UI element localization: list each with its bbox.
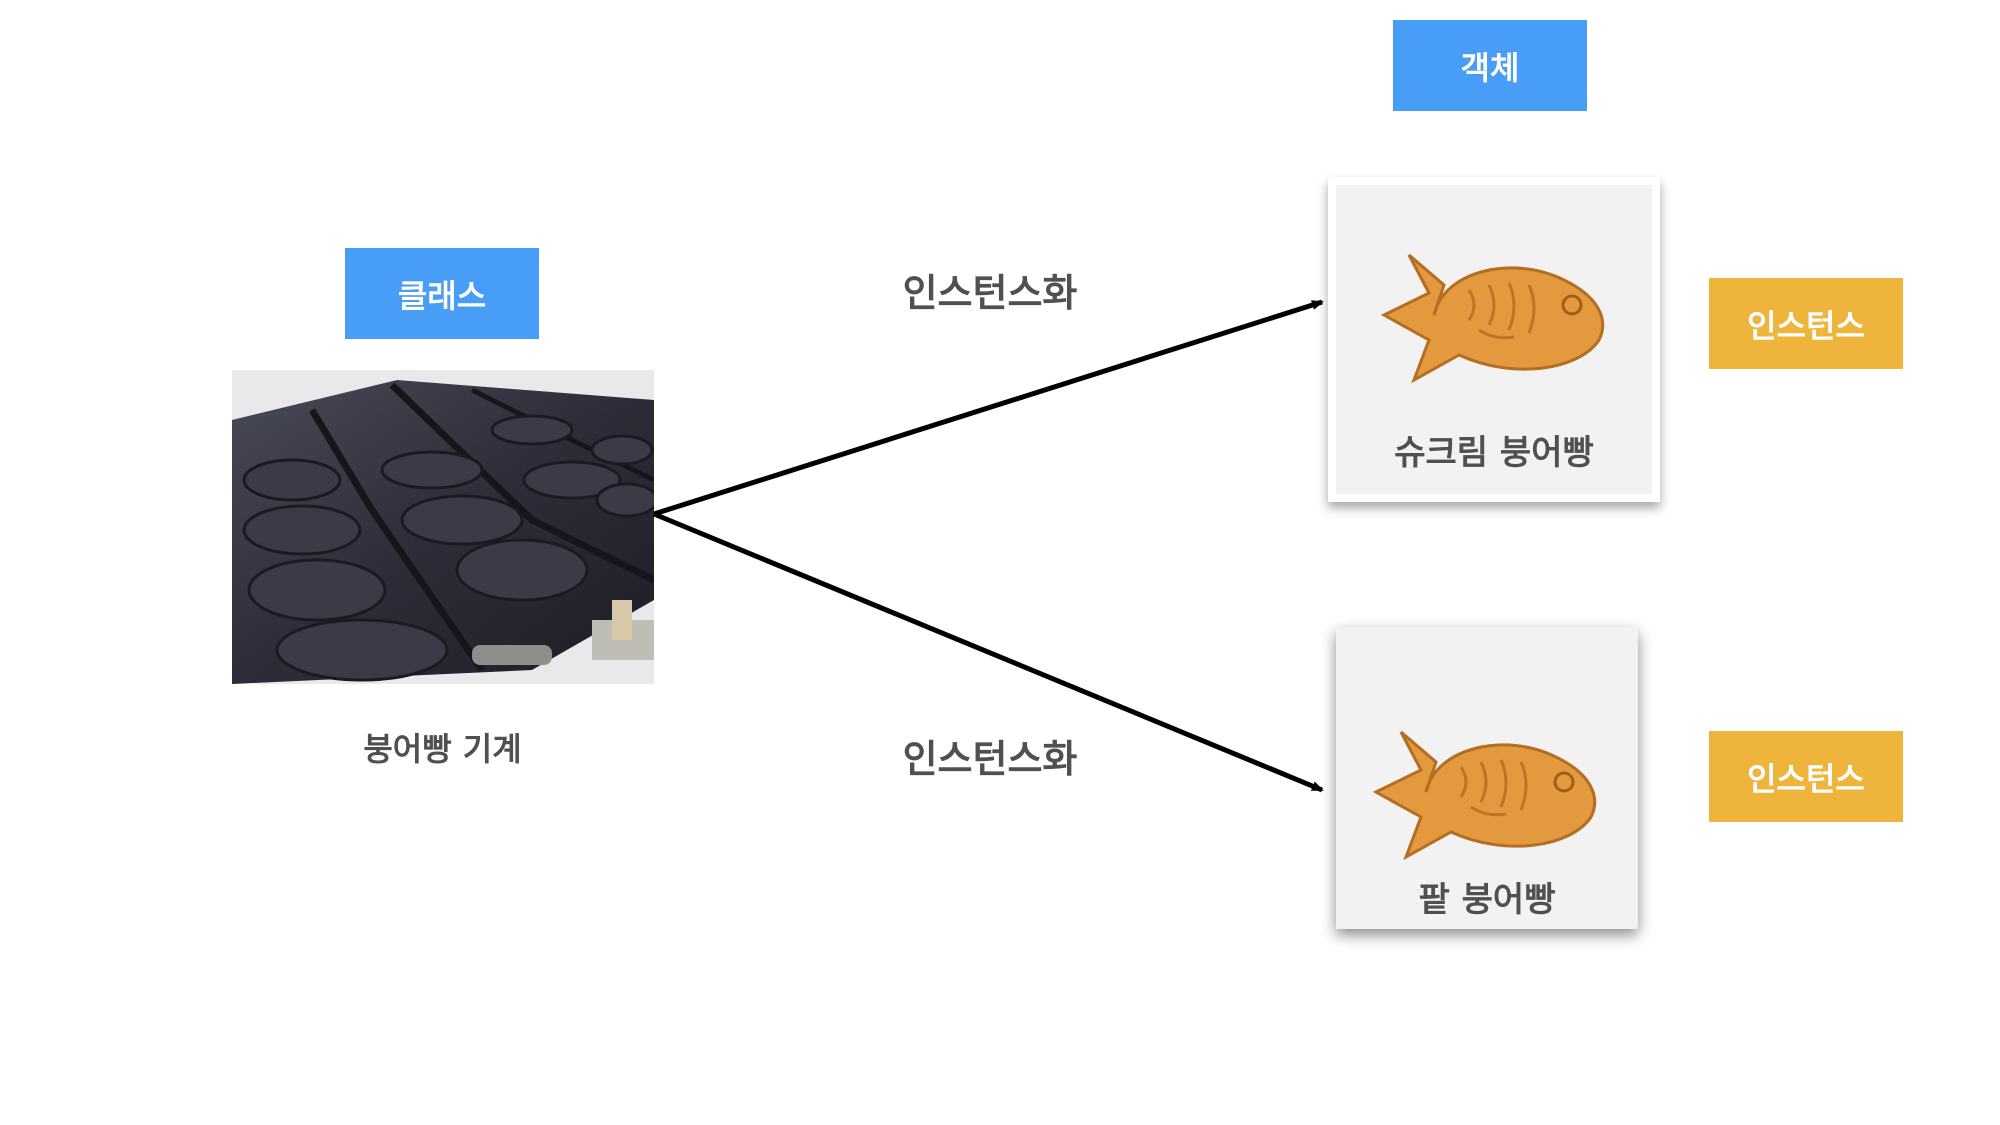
instance-tag-bottom: 인스턴스 — [1709, 731, 1903, 822]
bungeoppang-fish-image — [1372, 730, 1597, 861]
bungeoppang-machine-image — [232, 370, 654, 684]
bungeoppang-fish-image — [1380, 253, 1605, 384]
arrow-to-bottom-instance — [653, 511, 1324, 793]
object-tag-label: 객체 — [1460, 48, 1520, 87]
instance-tag-top-label: 인스턴스 — [1747, 306, 1865, 345]
object-card-redbean: 팥 붕어빵 — [1336, 627, 1638, 929]
instance-tag-bottom-label: 인스턴스 — [1747, 759, 1865, 798]
card-label-redbean: 팥 붕어빵 — [1418, 880, 1556, 920]
instantiate-label-top: 인스턴스화 — [902, 271, 1078, 315]
class-tag-label: 클래스 — [397, 276, 487, 315]
arrow-to-top-instance — [653, 299, 1324, 517]
object-card-cream: 슈크림 붕어빵 — [1328, 177, 1660, 502]
object-tag: 객체 — [1393, 20, 1587, 111]
machine-label: 붕어빵 기계 — [363, 730, 522, 768]
instance-tag-top: 인스턴스 — [1709, 278, 1903, 369]
class-tag: 클래스 — [345, 248, 539, 339]
card-label-cream: 슈크림 붕어빵 — [1394, 433, 1594, 473]
instantiate-label-bottom: 인스턴스화 — [902, 737, 1078, 781]
